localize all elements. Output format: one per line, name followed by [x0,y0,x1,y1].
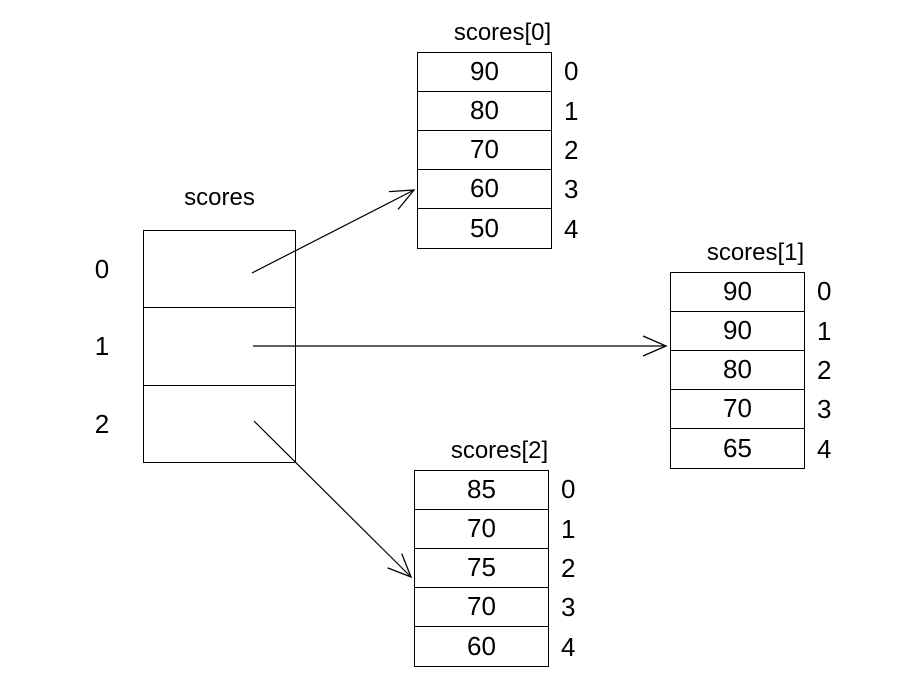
table-cell-value: 90 [418,53,551,92]
table-cell-value: 70 [671,390,804,429]
index-label: 4 [564,213,579,244]
pointer-array-box [143,230,296,463]
index-label: 2 [561,552,576,583]
array-table-scores0-grid: 90 80 70 60 50 [417,52,552,249]
index-label: 3 [564,174,579,205]
index-label: 0 [817,276,832,307]
array-table-scores1-grid: 90 90 80 70 65 [670,272,805,469]
index-label: 3 [561,592,576,623]
pointer-index-0: 0 [94,254,110,284]
array-table-scores2-body: 85 70 75 70 60 0 1 2 3 4 [414,470,585,667]
pointer-cell-2 [144,386,295,462]
array-table-scores2-title: scores[2] [450,437,549,464]
table-cell-value: 80 [418,92,551,131]
array-table-scores1: scores[1] 90 90 80 70 65 0 1 2 3 4 [670,238,841,469]
array-table-scores2: scores[2] 85 70 75 70 60 0 1 2 3 4 [414,436,585,667]
index-label: 3 [817,394,832,425]
index-label: 4 [561,631,576,662]
index-label: 1 [561,513,576,544]
array-table-scores2-grid: 85 70 75 70 60 [414,470,549,667]
pointer-array-title: scores [184,184,255,211]
pointer-cell-0 [144,231,295,309]
table-cell-value: 75 [415,549,548,588]
array-table-scores1-body: 90 90 80 70 65 0 1 2 3 4 [670,272,841,469]
table-cell-value: 70 [415,588,548,627]
table-cell-value: 85 [415,471,548,510]
array-table-scores0: scores[0] 90 80 70 60 50 0 1 2 3 4 [417,18,588,249]
index-label: 2 [817,354,832,385]
pointer-cell-1 [144,308,295,386]
index-label: 0 [564,56,579,87]
index-label: 4 [817,433,832,464]
table-cell-value: 65 [723,432,752,463]
pointer-index-2: 2 [94,409,110,439]
table-cell-value: 50 [470,212,499,243]
array-table-scores0-body: 90 80 70 60 50 0 1 2 3 4 [417,52,588,249]
table-cell-value: 60 [418,170,551,209]
pointer-array: scores [143,183,296,463]
index-label: 0 [561,474,576,505]
table-cell-value: 80 [671,351,804,390]
pointer-index-1: 1 [94,331,110,361]
array-table-scores1-title: scores[1] [706,239,805,266]
array-table-scores0-indices: 0 1 2 3 4 [564,52,588,249]
table-cell-value: 90 [671,273,804,312]
array-table-scores1-indices: 0 1 2 3 4 [817,272,841,469]
table-cell-value: 70 [415,510,548,549]
index-label: 1 [817,315,832,346]
table-cell-value: 60 [467,630,496,661]
array-table-scores0-title: scores[0] [453,19,552,46]
table-cell-value: 90 [671,312,804,351]
index-label: 2 [564,134,579,165]
index-label: 1 [564,95,579,126]
table-cell-value: 70 [418,131,551,170]
array-table-scores2-indices: 0 1 2 3 4 [561,470,585,667]
